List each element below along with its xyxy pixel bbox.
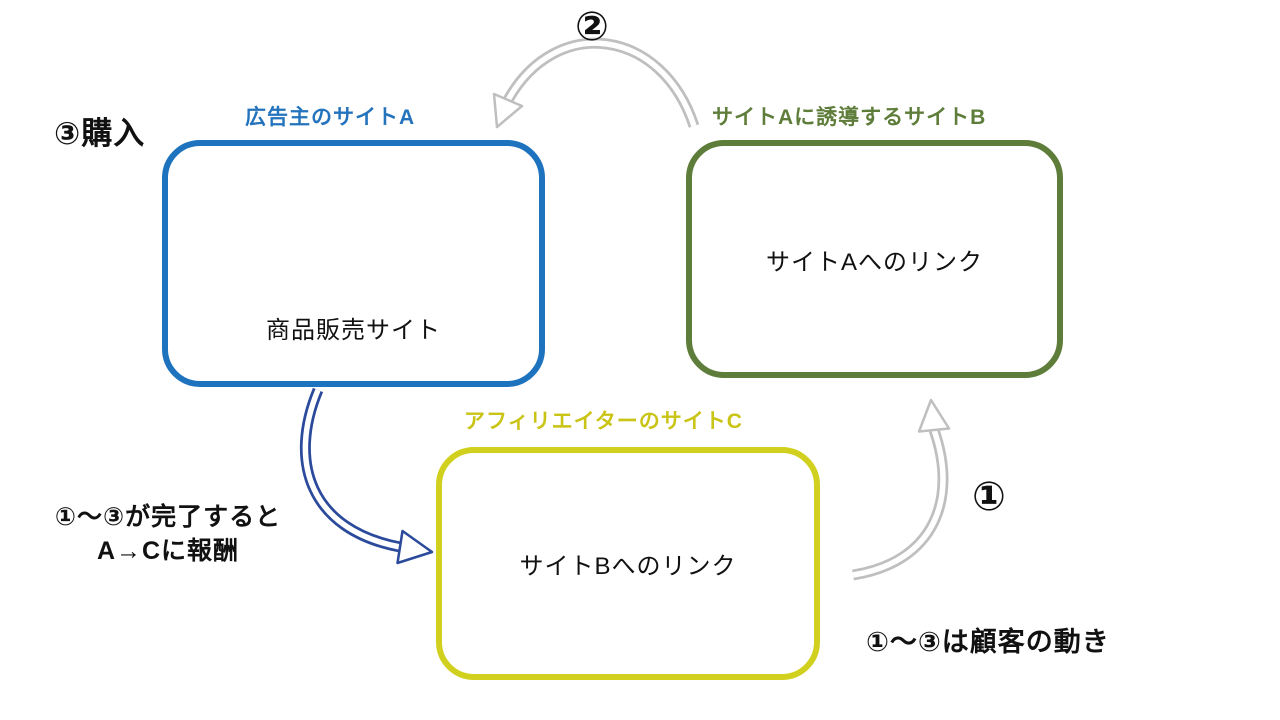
reward-annotation-line2: A→Cに報酬 [96,536,240,565]
site-a-content: 商品販売サイト [266,317,441,344]
site-b-box: サイトAへのリンク [686,140,1063,378]
site-a-label: 広告主のサイトA [245,106,416,129]
step-3-purchase-label: ③購入 [54,116,146,151]
site-a-box: 商品販売サイト [162,140,545,387]
site-b-content: サイトAへのリンク [765,248,983,276]
reward-annotation-line1: ①～③が完了すると [54,503,282,531]
reward-annotation: ①～③が完了すると A→Cに報酬 [28,501,308,569]
step-1-label: ① [972,475,1006,519]
site-c-box: サイトBへのリンク [436,447,820,680]
step-2-label: ② [575,5,609,49]
site-c-label: アフィリエイターのサイトC [464,410,743,433]
curved-arrow-a-to-c-icon [300,387,434,565]
site-b-label: サイトAに誘導するサイトB [712,106,987,129]
curved-arrow-b-to-a-icon [492,37,700,129]
customer-movement-note: ①～③は顧客の動き [866,627,1110,657]
curved-arrow-c-to-b-icon [852,398,951,581]
site-c-content: サイトBへのリンク [519,553,737,580]
